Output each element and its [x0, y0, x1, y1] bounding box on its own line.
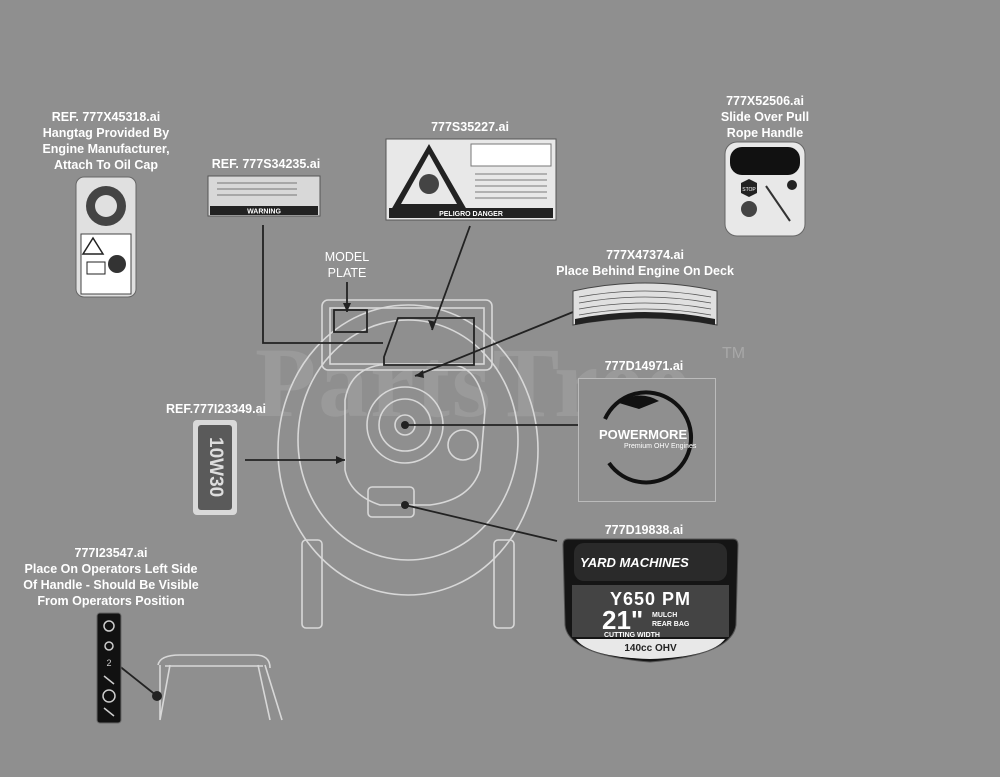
- model-plate-label: MODEL PLATE: [312, 249, 382, 281]
- deck-ref: 777X47374.ai: [606, 248, 684, 262]
- hangtag-decal: [75, 176, 137, 298]
- danger-label: 777S35227.ai: [400, 119, 540, 135]
- yardmachines-ref: 777D19838.ai: [604, 523, 684, 537]
- handle-line3: From Operators Position: [37, 594, 185, 608]
- warning-label: REF. 777S34235.ai: [196, 156, 336, 172]
- handle-label: 777I23547.ai Place On Operators Left Sid…: [8, 545, 214, 609]
- warning-title: WARNING: [247, 209, 281, 216]
- warning-decal: WARNING: [207, 175, 321, 217]
- slide-line1: Slide Over Pull: [720, 110, 810, 124]
- deck-decal: [572, 282, 718, 326]
- oil-label: REF.777I23349.ai: [150, 401, 282, 417]
- danger-ref: 777S35227.ai: [431, 120, 509, 134]
- handle-ref: 777I23547.ai: [74, 546, 148, 560]
- handle-line2: Of Handle - Should Be Visible: [23, 578, 199, 592]
- hangtag-line2: Engine Manufacturer,: [42, 142, 170, 156]
- slide-line2: Rope Handle: [726, 126, 804, 140]
- handle-line1: Place On Operators Left Side: [24, 562, 198, 576]
- trademark: TM: [722, 345, 746, 362]
- ym-cut: CUTTING WIDTH: [604, 632, 660, 639]
- powermore-ref: 777D14971.ai: [604, 359, 684, 373]
- oil-grade: 10W30: [198, 425, 232, 510]
- slide-label: 777X52506.ai Slide Over Pull Rope Handle: [690, 93, 840, 141]
- yard-machines-decal: YARD MACHINES Y650 PM 21" MULCH REAR BAG…: [562, 535, 739, 663]
- ym-brand: YARD MACHINES: [580, 555, 689, 570]
- oil-decal: 10W30: [193, 420, 237, 515]
- ym-cc: 140cc OHV: [624, 643, 677, 654]
- danger-title: PELIGRO DANGER: [439, 211, 503, 218]
- hangtag-label: REF. 777X45318.ai Hangtag Provided By En…: [20, 109, 192, 173]
- powermore-label: 777D14971.ai: [584, 358, 704, 374]
- hangtag-ref: REF. 777X45318.ai: [51, 110, 161, 124]
- stop-text: STOP: [742, 187, 756, 193]
- ym-mulch: MULCH REAR BAG: [652, 612, 690, 628]
- deck-label: 777X47374.ai Place Behind Engine On Deck: [550, 247, 740, 279]
- yardmachines-label: 777D19838.ai: [584, 522, 704, 538]
- danger-decal: PELIGRO DANGER: [385, 138, 557, 221]
- slide-ref: 777X52506.ai: [726, 94, 804, 108]
- deck-line1: Place Behind Engine On Deck: [556, 264, 734, 278]
- powermore-decal: POWERMORE Premium OHV Engines: [578, 378, 716, 502]
- svg-text:2: 2: [106, 658, 111, 668]
- ym-model: Y650 PM: [609, 589, 692, 609]
- hangtag-line1: Hangtag Provided By: [42, 126, 170, 140]
- hangtag-line3: Attach To Oil Cap: [54, 158, 158, 172]
- powermore-sub: Premium OHV Engines: [624, 443, 697, 450]
- oil-ref: REF.777I23349.ai: [165, 402, 267, 416]
- model-plate-line2: PLATE: [327, 266, 367, 280]
- warning-ref: REF. 777S34235.ai: [211, 157, 321, 171]
- powermore-name: POWERMORE: [599, 427, 688, 442]
- model-plate-line1: MODEL: [324, 250, 370, 264]
- handle-decal: 2: [96, 612, 122, 724]
- rope-handle-decal: STOP: [724, 141, 806, 237]
- ym-inch: 21": [602, 605, 644, 635]
